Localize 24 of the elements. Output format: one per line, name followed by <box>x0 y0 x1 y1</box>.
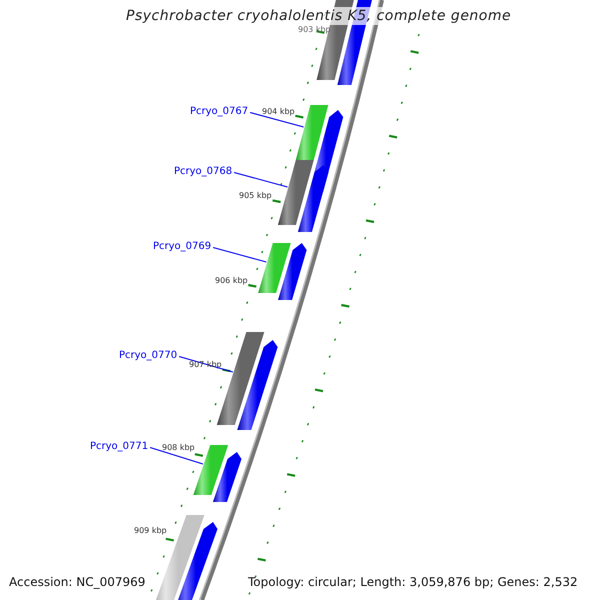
gene-label: Pcryo_0767 <box>190 106 248 117</box>
gene-label: Pcryo_0770 <box>119 350 178 361</box>
leader-line <box>150 447 204 464</box>
gene-label: Pcryo_0769 <box>153 241 212 252</box>
leader-line <box>250 112 304 128</box>
gene-bar <box>258 243 291 293</box>
info-text: Topology: circular; Length: 3,059,876 bp; Genes: 2,532 <box>248 575 578 589</box>
gene-label: Pcryo_0771 <box>90 441 148 452</box>
leader-line <box>234 172 288 188</box>
gene-bar <box>296 105 328 160</box>
scale-label: 908 kbp <box>162 443 195 452</box>
gene-label: Pcryo_0768 <box>174 166 232 177</box>
gene-bar <box>193 445 228 495</box>
gene-feature <box>278 243 307 300</box>
scale-label: 906 kbp <box>215 276 248 285</box>
info-text: Accession: NC_007969 <box>9 575 146 589</box>
gene-bar <box>278 160 314 225</box>
scale-label: 909 kbp <box>134 526 167 535</box>
scale-label: 904 kbp <box>262 107 295 116</box>
gene-feature <box>212 452 242 502</box>
gene-feature <box>237 340 278 430</box>
leader-line <box>178 356 234 372</box>
gene-feature <box>298 165 329 232</box>
leader-line <box>212 247 267 262</box>
